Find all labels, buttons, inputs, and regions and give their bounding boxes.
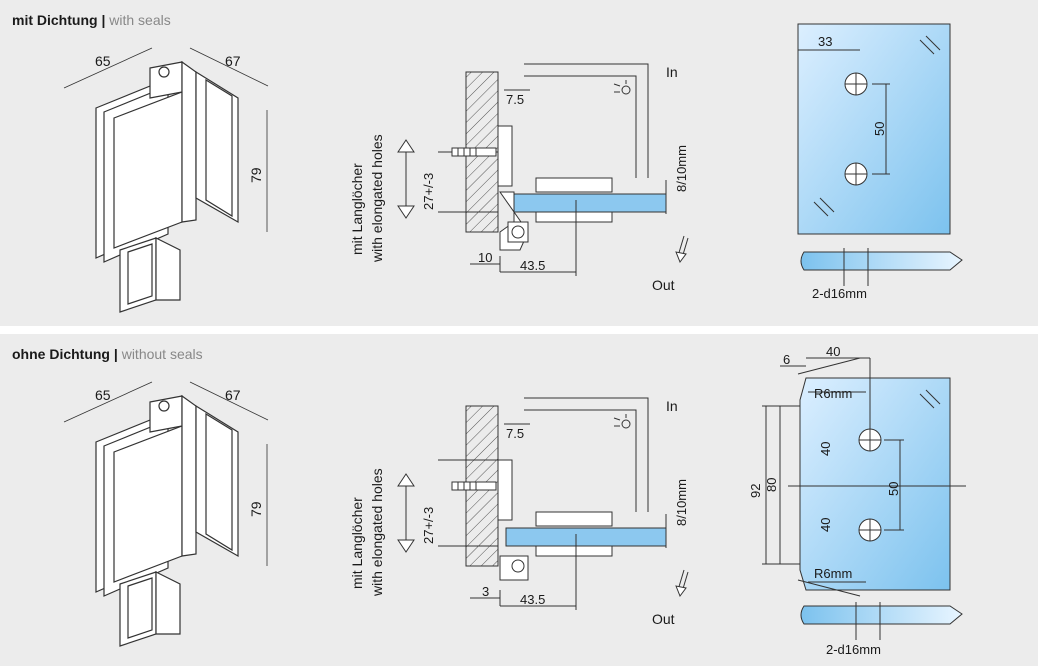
light-icon [613,414,631,429]
heading-separator: | [101,12,106,28]
screw-icon [451,481,497,491]
dim-hole-spacing-label: 50 [872,122,887,136]
dim-offset-label: 10 [478,250,492,265]
slot-label-en: with elongated holes [369,134,385,263]
dim-height-label: 79 [248,501,264,517]
dim-height-label: 79 [248,167,264,183]
panel-without-seals: ohne Dichtung | without seals [0,334,1038,666]
slot-label-de: mit Langlöcher [349,163,365,255]
dim-notch-label: 6 [783,352,790,367]
technical-drawing: 65 67 79 mit Langlöcher with elongated h… [63,344,966,657]
heading-en: with seals [109,12,171,28]
dim-7-5-label: 7.5 [506,426,524,441]
slot-label-en: with elongated holes [369,468,385,597]
glass-plate-view [797,23,963,286]
heading-de: mit Dichtung [12,12,98,28]
dim-half-top-label: 40 [818,442,833,456]
dim-43-5-label: 43.5 [520,592,545,607]
dim-depth-label: 67 [225,387,241,403]
hole-label: 2-d16mm [812,286,867,301]
dim-adjust-label: 27+/-3 [421,173,436,210]
label-out: Out [652,277,675,293]
section-heading: ohne Dichtung | without seals [12,346,203,362]
radius-bottom-label: R6mm [814,566,852,581]
heading-en: without seals [121,346,203,362]
light-icon [613,80,631,95]
dim-glass-label: 8/10mm [674,479,689,526]
technical-drawing: 65 67 79 mit Langlöcher with elongated h… [63,23,963,313]
dim-offset-label: 3 [482,584,489,599]
heading-de: ohne Dichtung [12,346,110,362]
dim-edge-label: 40 [826,344,840,359]
section-view [438,63,689,276]
out-arrow-icon [675,235,689,264]
heading-separator: | [113,346,118,362]
dim-half-bottom-label: 40 [818,518,833,532]
dim-43-5-label: 43.5 [520,258,545,273]
screw-icon [451,147,497,157]
adjust-arrow [397,473,415,553]
panel-with-seals: mit Dichtung | with seals [0,0,1038,326]
dim-width-label: 65 [95,53,111,69]
slot-label-de: mit Langlöcher [349,497,365,589]
radius-top-label: R6mm [814,386,852,401]
dim-depth-label: 67 [225,53,241,69]
hinge-isometric-view [63,381,269,647]
label-in: In [666,64,678,80]
hole-label: 2-d16mm [826,642,881,657]
dim-width-label: 65 [95,387,111,403]
dim-total-label: 92 [748,484,763,498]
section-heading: mit Dichtung | with seals [12,12,171,28]
out-arrow-icon [675,569,689,598]
dim-adjust-label: 27+/-3 [421,507,436,544]
label-in: In [666,398,678,414]
hinge-isometric-view [63,47,269,313]
dim-inner-label: 80 [764,478,779,492]
dim-hole-spacing-label: 50 [886,482,901,496]
dim-edge-label: 33 [818,34,832,49]
section-view [438,397,689,610]
dim-7-5-label: 7.5 [506,92,524,107]
adjust-arrow [397,139,415,219]
label-out: Out [652,611,675,627]
dim-glass-label: 8/10mm [674,145,689,192]
glass-plate-view [762,357,966,640]
